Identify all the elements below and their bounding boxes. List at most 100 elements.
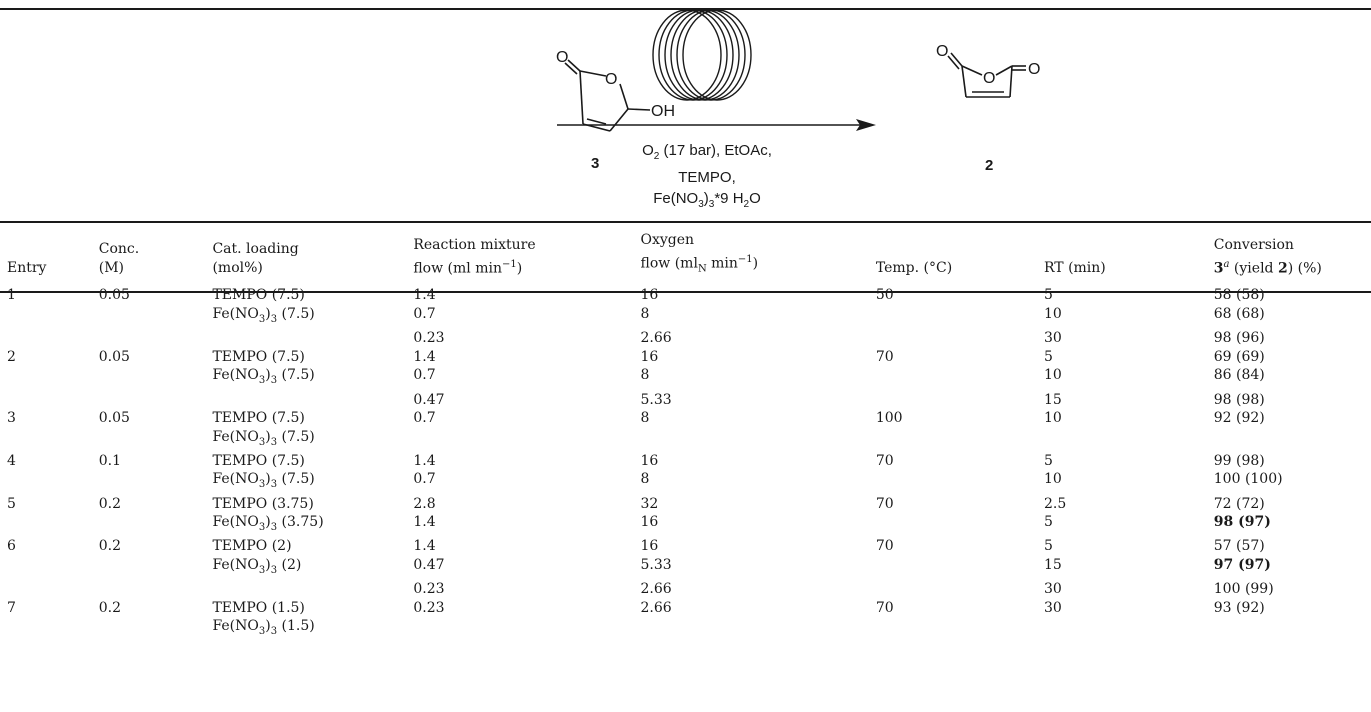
cell-rt: 10 [1043, 410, 1062, 427]
product-carbonyl-o-left: O [936, 43, 948, 60]
cell-reaction-flow [406, 428, 633, 452]
cell-cat-loading: TEMPO (2) [212, 538, 292, 555]
table-row: Fe(NO3)3 (1.5) [0, 617, 1371, 641]
cell-conversion: 98 (98) [1213, 391, 1265, 408]
cell-oxygen-flow: 16 [640, 538, 659, 555]
cell-reaction-flow: 0.7 [413, 471, 436, 488]
cell-conc [92, 556, 206, 580]
cell-reaction-flow: 1.4 [413, 452, 436, 469]
cell-temp [869, 470, 1037, 494]
cell-temp [869, 391, 1037, 410]
cell-entry: 5 [7, 495, 16, 512]
cell-temp [869, 329, 1037, 348]
cell-conc: 0.1 [98, 452, 122, 469]
cell-entry: 4 [7, 452, 16, 469]
cell-oxygen-flow: 16 [640, 452, 659, 469]
header-entry: Entry [7, 260, 47, 277]
cell-conversion: 98 (96) [1213, 330, 1265, 347]
cell-conversion: 93 (92) [1213, 599, 1265, 616]
cell-rt: 30 [1043, 581, 1062, 598]
cell-entry: 1 [7, 287, 16, 304]
cell-conversion: 57 (57) [1213, 538, 1265, 555]
cell-cat-loading: Fe(NO3)3 (2) [212, 556, 302, 576]
cell-cat-loading: Fe(NO3)3 (3.75) [212, 514, 324, 533]
cell-oxygen-flow: 5.33 [640, 556, 672, 573]
cell-conc: 0.2 [98, 495, 122, 512]
cell-conversion: 72 (72) [1213, 495, 1265, 512]
cell-oxygen-flow: 16 [640, 348, 659, 365]
cell-conc [92, 617, 206, 641]
reaction-scheme: O O OH O O [0, 0, 1371, 220]
cell-temp: 70 [875, 348, 894, 365]
header-conc: Conc.(M) [98, 241, 140, 277]
cell-conc: 0.05 [98, 287, 130, 304]
cell-cat-loading: TEMPO (7.5) [212, 287, 305, 304]
cell-reaction-flow: 0.47 [413, 391, 445, 408]
cell-conversion: 100 (99) [1213, 581, 1274, 598]
cell-entry [0, 329, 92, 348]
reactant-structure [564, 59, 651, 132]
cell-conversion: 86 (84) [1213, 367, 1265, 384]
cell-reaction-flow: 0.23 [413, 581, 445, 598]
cell-conc [92, 580, 206, 599]
cell-conc: 0.05 [98, 348, 130, 365]
cell-conversion [1207, 617, 1371, 641]
cell-oxygen-flow: 16 [640, 287, 659, 304]
reaction-conditions: O2 (17 bar), EtOAc,TEMPO,Fe(NO3)3*9 H2O [562, 140, 852, 215]
cell-temp: 50 [875, 287, 894, 304]
cell-entry: 7 [7, 599, 16, 616]
product-ring-o: O [983, 70, 995, 87]
cell-rt: 30 [1043, 330, 1062, 347]
cell-cat-loading: TEMPO (3.75) [212, 495, 314, 512]
scheme-drawing: O O OH O O [556, 9, 1040, 132]
cell-cat-loading: Fe(NO3)3 (7.5) [212, 428, 315, 448]
cell-conc: 0.05 [98, 410, 130, 427]
cell-entry: 6 [7, 538, 16, 555]
cell-rt: 10 [1043, 471, 1062, 488]
cell-temp: 70 [875, 452, 894, 469]
cell-conc [92, 366, 206, 390]
cell-temp [869, 305, 1037, 329]
cell-conc: 0.2 [98, 599, 122, 616]
cell-oxygen-flow: 2.66 [640, 581, 672, 598]
cell-temp: 70 [875, 495, 894, 512]
condition-line: Fe(NO3)3*9 H2O [653, 190, 761, 210]
cell-conversion: 69 (69) [1213, 348, 1265, 365]
cell-conc [92, 305, 206, 329]
cell-cat-loading: Fe(NO3)3 (7.5) [212, 471, 315, 491]
cell-temp [869, 513, 1037, 537]
cell-conc [92, 329, 206, 348]
cell-entry [0, 391, 92, 410]
cell-temp: 100 [875, 410, 903, 427]
cell-oxygen-flow: 32 [640, 495, 659, 512]
cell-oxygen-flow: 8 [640, 471, 650, 488]
header-cat-loading: Cat. loading(mol%) [212, 241, 299, 277]
cell-reaction-flow [406, 617, 633, 641]
cell-reaction-flow: 0.23 [413, 330, 445, 347]
cell-reaction-flow: 0.7 [413, 410, 436, 427]
cell-oxygen-flow: 8 [640, 410, 650, 427]
cell-rt: 5 [1043, 287, 1053, 304]
header-top-rule [0, 221, 1371, 223]
cell-cat-loading: TEMPO (7.5) [212, 348, 305, 365]
cell-entry [0, 617, 92, 641]
cell-entry [0, 513, 92, 537]
cell-oxygen-flow: 8 [640, 305, 650, 322]
cell-conversion: 68 (68) [1213, 305, 1265, 322]
reactant-oh: OH [651, 103, 675, 120]
cell-rt: 5 [1043, 514, 1053, 531]
